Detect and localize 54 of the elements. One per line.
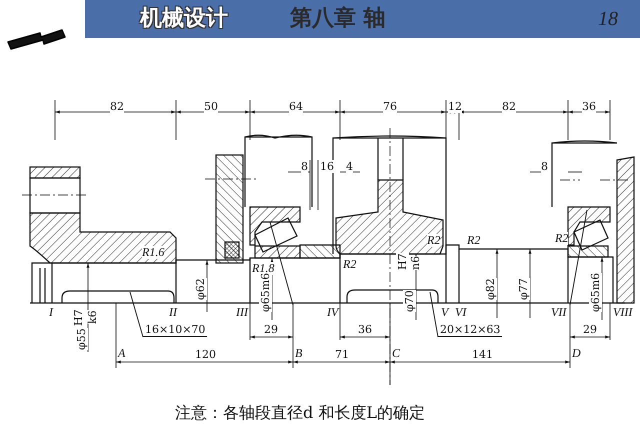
dimension-value: 8: [541, 160, 548, 173]
radius-label: R2: [467, 234, 480, 247]
dimension-value: 141: [472, 348, 493, 361]
dimension-value: 76: [383, 100, 397, 113]
dimension-value: 82: [502, 100, 516, 113]
course-title: 机械设计: [140, 6, 228, 32]
dimension-value: 8: [301, 160, 308, 173]
page-number: 18: [598, 8, 618, 30]
radius-label: R1.6: [142, 246, 164, 259]
diameter-label: φ55: [75, 328, 88, 350]
leader-line: [130, 292, 144, 338]
dimension-value: 29: [264, 323, 278, 336]
dimension-value: 16: [320, 160, 334, 173]
diameter-label: φ62: [194, 278, 207, 300]
point-label: D: [572, 347, 581, 360]
key-size-label: 20×12×63: [438, 323, 502, 337]
point-label: C: [392, 347, 400, 360]
key-size-label: 16×10×70: [143, 323, 208, 337]
section-mark: II: [169, 306, 177, 319]
section-mark: VI: [455, 306, 466, 319]
note-text: 注意：各轴段直径d 和长度L的确定: [175, 403, 425, 423]
section-mark: III: [236, 306, 248, 319]
radius-label: R2: [555, 232, 568, 245]
dimension-value: 64: [289, 100, 303, 113]
fit-tolerance-label: H7: [396, 253, 409, 270]
dimension-value: 82: [110, 100, 124, 113]
radius-label: R1.8: [252, 262, 274, 275]
diameter-label: φ70: [403, 290, 416, 312]
section-mark: I: [49, 306, 53, 319]
dimension-value: 12: [448, 100, 462, 113]
leader-line: [430, 292, 438, 338]
section-mark: V: [441, 306, 448, 319]
fit-tolerance-label: n6: [409, 256, 422, 270]
section-mark: IV: [327, 306, 338, 319]
point-label: A: [118, 347, 126, 360]
dimension-value: 36: [358, 323, 372, 336]
diameter-label: φ65m6: [589, 272, 602, 312]
dimension-value: 29: [583, 323, 597, 336]
dimension-value: 50: [204, 100, 218, 113]
radius-label: R2: [427, 234, 440, 247]
diameter-label: φ65m6: [259, 272, 272, 312]
point-label: B: [295, 347, 302, 360]
section-mark: VIII: [613, 306, 632, 319]
dimension-value: 120: [195, 348, 216, 361]
chapter-title: 第八章 轴: [290, 6, 386, 32]
fit-tolerance-label: H7: [72, 309, 85, 326]
fit-tolerance-label: k6: [86, 310, 99, 324]
dimension-value: 71: [335, 348, 349, 361]
dimension-value: 4: [346, 160, 353, 173]
radius-label: R2: [343, 258, 356, 271]
diameter-label: φ82: [484, 278, 497, 300]
dimension-value: 36: [582, 100, 596, 113]
diameter-label: φ77: [517, 278, 530, 300]
section-mark: VII: [551, 306, 566, 319]
